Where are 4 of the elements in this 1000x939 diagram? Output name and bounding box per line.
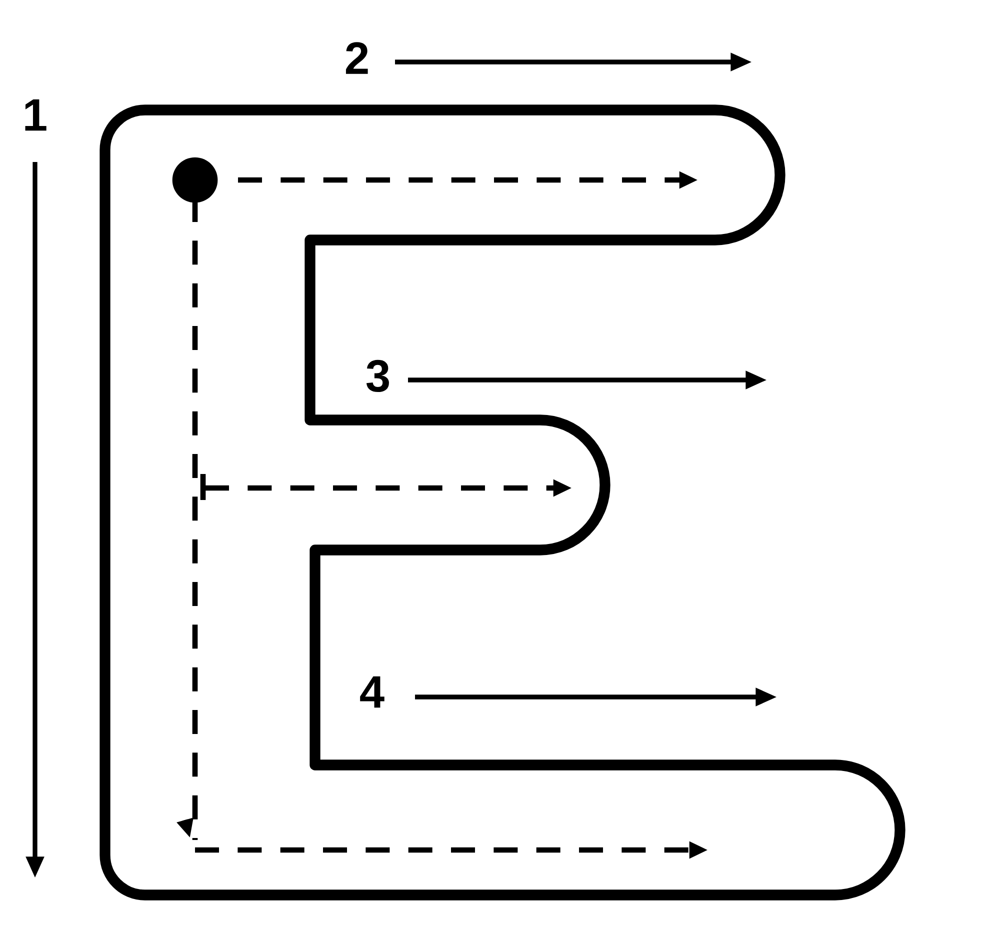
step-number: 1 bbox=[25, 99, 46, 131]
step-number: 2 bbox=[346, 42, 368, 74]
step-number: 3 bbox=[366, 360, 389, 392]
step-number: 4 bbox=[360, 676, 384, 708]
